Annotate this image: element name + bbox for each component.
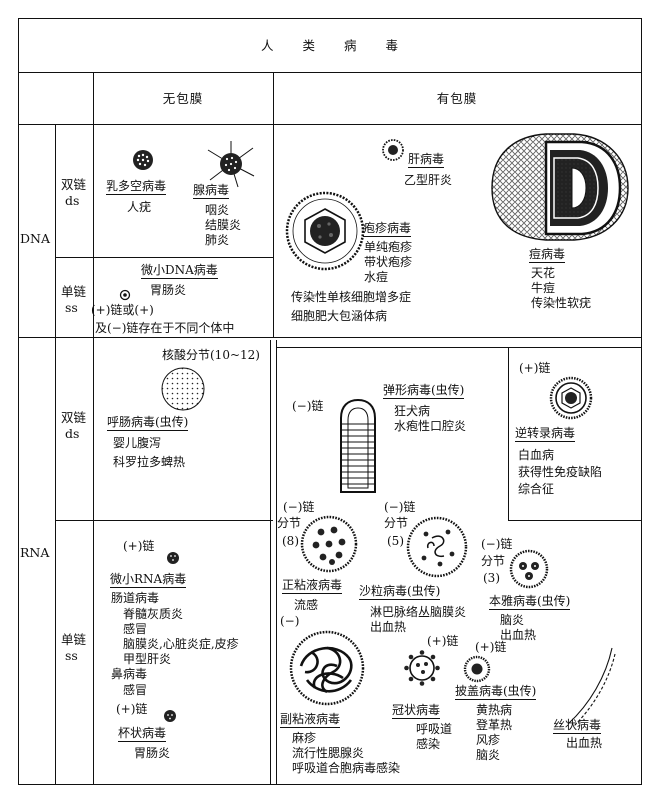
corona-name: 冠状病毒 [392, 703, 441, 719]
arena-segment: 分节 [384, 516, 409, 530]
calici-name: 杯状病毒 [118, 726, 167, 742]
orthomyxovirus-icon [300, 515, 358, 573]
filo-disease: 出血热 [566, 736, 603, 750]
orthomyxo-segment: 分节 [277, 516, 302, 530]
orthomyxo-count: (8) [282, 534, 299, 548]
parvo-note-1: (+)链或(+) [91, 303, 154, 317]
papova-diseases: 人疣 [127, 200, 152, 214]
title-char: 病 [344, 38, 358, 53]
arena-strand: (−)链 [384, 500, 416, 514]
toga-name: 披盖病毒(虫传) [455, 684, 537, 700]
filovirus-icon [567, 647, 616, 727]
label-dna-ss-cn: 单链 [61, 284, 87, 299]
adeno-name: 腺病毒 [193, 183, 230, 199]
calici-strand: (+)链 [116, 702, 148, 716]
reo-name: 呼肠病毒(虫传) [107, 415, 189, 431]
poxvirus-icon [491, 133, 629, 241]
pox-name: 痘病毒 [529, 247, 566, 263]
table-title: 人类病毒 [0, 38, 660, 53]
adeno-diseases: 咽炎结膜炎肺炎 [205, 203, 242, 247]
title-char: 毒 [385, 38, 400, 53]
orthomyxo-name: 正粘液病毒 [282, 578, 343, 594]
coronavirus-icon [404, 650, 440, 686]
label-rna-ss-cn: 单链 [61, 632, 87, 647]
adenovirus-icon [207, 141, 255, 188]
herpes-disease-4: 传染性单核细胞增多症 [291, 290, 412, 304]
bunyavirus-icon [509, 549, 549, 589]
calicivirus-icon [164, 710, 176, 722]
hepadnavirus-icon [382, 139, 404, 161]
paramyxo-diseases: 麻疹流行性腮腺炎呼吸道合胞病毒感染 [292, 731, 401, 775]
herpes-disease-5: 细胞肥大包涵体病 [291, 309, 388, 323]
bunya-strand: (−)链 [481, 537, 513, 551]
rhabdovirus-icon [340, 398, 376, 493]
papova-name: 乳多空病毒 [106, 179, 167, 195]
title-char: 类 [302, 38, 316, 53]
pox-diseases: 天花牛痘传染性软疣 [531, 266, 592, 310]
paramyxo-strand: (−) [280, 614, 300, 628]
reo-segment-note: 核酸分节(10~12) [162, 348, 260, 362]
bunya-diseases: 脑炎出血热 [500, 613, 537, 642]
toga-diseases: 黄热病登革热风疹脑炎 [476, 703, 513, 762]
label-dna-ds-en: ds [65, 193, 80, 208]
picorna-diseases-1: 脊髓灰质炎感冒脑膜炎,心脏炎症,皮疹甲型肝炎 [123, 607, 239, 666]
title-char: 人 [260, 38, 275, 53]
papova-virus-icon [133, 150, 153, 170]
herpes-name: 疱疹病毒 [363, 221, 412, 237]
parvo-note-2: 及(−)链存在于不同个体中 [95, 321, 235, 335]
arena-count: (5) [387, 534, 404, 548]
label-dna-ds-cn: 双链 [61, 177, 87, 192]
bunya-name: 本雅病毒(虫传) [489, 594, 571, 610]
filo-name: 丝状病毒 [553, 718, 602, 734]
herpesvirus-icon [285, 191, 365, 271]
label-rna-ds-cn: 双链 [61, 410, 87, 425]
toga-strand: (+)链 [475, 640, 507, 654]
bunya-count: (3) [483, 571, 500, 585]
picorna-strand: (+)链 [123, 539, 155, 553]
retro-diseases: 白血病获得性免疫缺陷综合征 [518, 448, 603, 496]
rhabdo-diseases: 狂犬病水疱性口腔炎 [394, 404, 467, 433]
rhabdo-name: 弹形病毒(虫传) [383, 383, 465, 399]
orthomyxo-strand: (−)链 [283, 500, 315, 514]
row-label-dna: DNA [20, 231, 50, 246]
picornavirus-icon [167, 552, 179, 564]
picorna-group-1: 肠道病毒 [111, 591, 160, 605]
reo-diseases: 婴儿腹泻科罗拉多蜱热 [113, 436, 186, 469]
hepadna-diseases: 乙型肝炎 [404, 173, 453, 187]
label-rna-ds-en: ds [65, 426, 80, 441]
corona-diseases: 呼吸道感染 [416, 722, 453, 751]
header-envelope: 有包膜 [436, 91, 478, 106]
arena-diseases: 淋巴脉络丛脑膜炎出血热 [370, 605, 467, 634]
retro-strand: (+)链 [519, 361, 551, 375]
hepadna-name: 肝病毒 [408, 152, 445, 168]
row-label-rna: RNA [20, 545, 50, 560]
calici-disease: 胃肠炎 [134, 746, 171, 760]
paramyxovirus-icon [289, 630, 365, 706]
label-dna-ss-en: ss [65, 300, 78, 315]
header-no-envelope: 无包膜 [162, 91, 204, 106]
bunya-segment: 分节 [481, 554, 506, 568]
herpes-diseases: 单纯疱疹带状疱疹水痘 [364, 240, 413, 284]
parvo-disease: 胃肠炎 [150, 283, 187, 297]
paramyxo-name: 副粘液病毒 [280, 712, 341, 728]
reovirus-icon [161, 367, 205, 411]
arenavirus-icon [406, 516, 468, 578]
label-rna-ss-en: ss [65, 648, 78, 663]
picorna-name: 微小RNA病毒 [110, 572, 187, 588]
retro-name: 逆转录病毒 [515, 426, 576, 442]
corona-strand: (+)链 [427, 634, 459, 648]
arena-name: 沙粒病毒(虫传) [359, 584, 441, 600]
retrovirus-icon [549, 376, 593, 420]
picorna-group-2: 鼻病毒 [111, 667, 148, 681]
picorna-disease-last: 感冒 [123, 683, 148, 697]
rhabdo-strand: (−)链 [292, 399, 324, 413]
parvo-name: 微小DNA病毒 [141, 263, 218, 279]
togavirus-icon [463, 655, 491, 683]
orthomyxo-disease: 流感 [294, 598, 319, 612]
parvovirus-icon [119, 289, 131, 301]
